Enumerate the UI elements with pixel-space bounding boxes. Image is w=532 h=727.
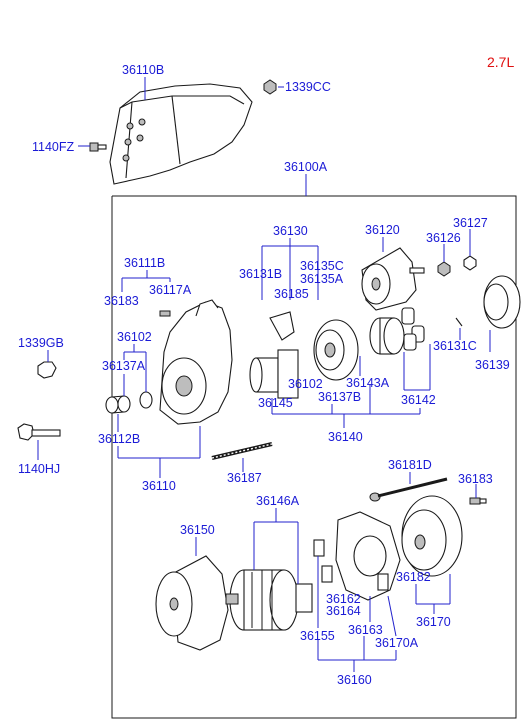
label-36142[interactable]: 36142 xyxy=(401,393,436,407)
label-36162[interactable]: 36162 xyxy=(326,592,361,606)
label-1339cc[interactable]: 1339CC xyxy=(285,80,331,94)
leader-lines xyxy=(37,77,491,672)
label-36130[interactable]: 36130 xyxy=(273,224,308,238)
label-36111b[interactable]: 36111B xyxy=(124,256,165,270)
clip-36131c[interactable] xyxy=(455,317,463,327)
label-1339gb[interactable]: 1339GB xyxy=(18,336,64,350)
assembly-box xyxy=(111,195,517,719)
label-36110[interactable]: 36110 xyxy=(142,479,176,493)
label-36137a[interactable]: 36137A xyxy=(102,359,146,373)
screw-36183[interactable] xyxy=(469,497,487,505)
label-36150[interactable]: 36150 xyxy=(180,523,215,537)
label-36131b[interactable]: 36131B xyxy=(239,267,282,281)
label-36135c[interactable]: 36135C xyxy=(300,259,344,273)
label-36117a[interactable]: 36117A xyxy=(149,283,192,297)
label-36131c[interactable]: 36131C xyxy=(433,339,477,353)
brush-holder-36160[interactable] xyxy=(313,511,401,601)
planetary-gear-36143a[interactable] xyxy=(369,317,405,355)
bolt-1140fz[interactable] xyxy=(89,142,107,152)
bushing-36112b[interactable] xyxy=(105,395,131,414)
nut-36127[interactable] xyxy=(463,255,477,271)
label-1140fz[interactable]: 1140FZ xyxy=(32,140,75,154)
label-36126[interactable]: 36126 xyxy=(426,231,461,245)
through-bolt-36187[interactable] xyxy=(211,442,273,460)
front-housing-part[interactable] xyxy=(159,299,233,425)
label-36187[interactable]: 36187 xyxy=(227,471,262,485)
label-36102-top[interactable]: 36102 xyxy=(117,330,152,344)
pinion-36145[interactable] xyxy=(249,311,299,399)
washer-36137a[interactable] xyxy=(139,391,153,409)
label-36102-mid[interactable]: 36102 xyxy=(288,377,323,391)
nut-1339gb[interactable] xyxy=(37,361,57,379)
label-36164[interactable]: 36164 xyxy=(326,604,361,618)
label-36170[interactable]: 36170 xyxy=(416,615,451,629)
label-36181d[interactable]: 36181D xyxy=(388,458,432,472)
bolt-36117a[interactable] xyxy=(159,310,171,317)
label-36135a[interactable]: 36135A xyxy=(300,272,344,286)
label-36127[interactable]: 36127 xyxy=(453,216,488,230)
label-36170a[interactable]: 36170A xyxy=(375,636,419,650)
label-36182[interactable]: 36182 xyxy=(396,570,431,584)
label-1140hj[interactable]: 1140HJ xyxy=(18,462,60,476)
label-36155[interactable]: 36155 xyxy=(300,629,335,643)
label-36146a[interactable]: 36146A xyxy=(256,494,300,508)
label-36112b[interactable]: 36112B xyxy=(98,432,140,446)
label-36143a[interactable]: 36143A xyxy=(346,376,390,390)
nut-36126[interactable] xyxy=(437,261,451,277)
label-36120[interactable]: 36120 xyxy=(365,223,400,237)
label-36140[interactable]: 36140 xyxy=(328,430,363,444)
label-36183-top[interactable]: 36183 xyxy=(104,294,139,308)
label-36160[interactable]: 36160 xyxy=(337,673,372,687)
label-36137b[interactable]: 36137B xyxy=(318,390,361,404)
armature-36146a[interactable] xyxy=(225,569,313,631)
bolt-1140hj[interactable] xyxy=(17,423,61,441)
part-labels: 36110B 1339CC 1140FZ 36100A 36130 36120 … xyxy=(18,63,510,687)
rear-cover-36170[interactable] xyxy=(401,495,463,577)
solenoid-36120[interactable] xyxy=(361,247,425,311)
label-36110b[interactable]: 36110B xyxy=(122,63,164,77)
gear-assembly-36137b[interactable] xyxy=(313,319,359,381)
yoke-36150[interactable] xyxy=(155,555,229,651)
label-36100a[interactable]: 36100A xyxy=(284,160,328,174)
label-36145[interactable]: 36145 xyxy=(258,396,293,410)
engine-label: 2.7L xyxy=(487,54,514,70)
label-36185[interactable]: 36185 xyxy=(274,287,309,301)
planet-gears-36142[interactable] xyxy=(401,307,425,351)
label-36163[interactable]: 36163 xyxy=(348,623,383,637)
heat-shield-part[interactable] xyxy=(109,83,253,185)
label-36183-bottom[interactable]: 36183 xyxy=(458,472,493,486)
nut-1339cc[interactable] xyxy=(263,79,277,95)
bolt-36181d[interactable] xyxy=(369,477,448,502)
label-36139[interactable]: 36139 xyxy=(475,358,510,372)
boot-36139[interactable] xyxy=(483,275,521,329)
